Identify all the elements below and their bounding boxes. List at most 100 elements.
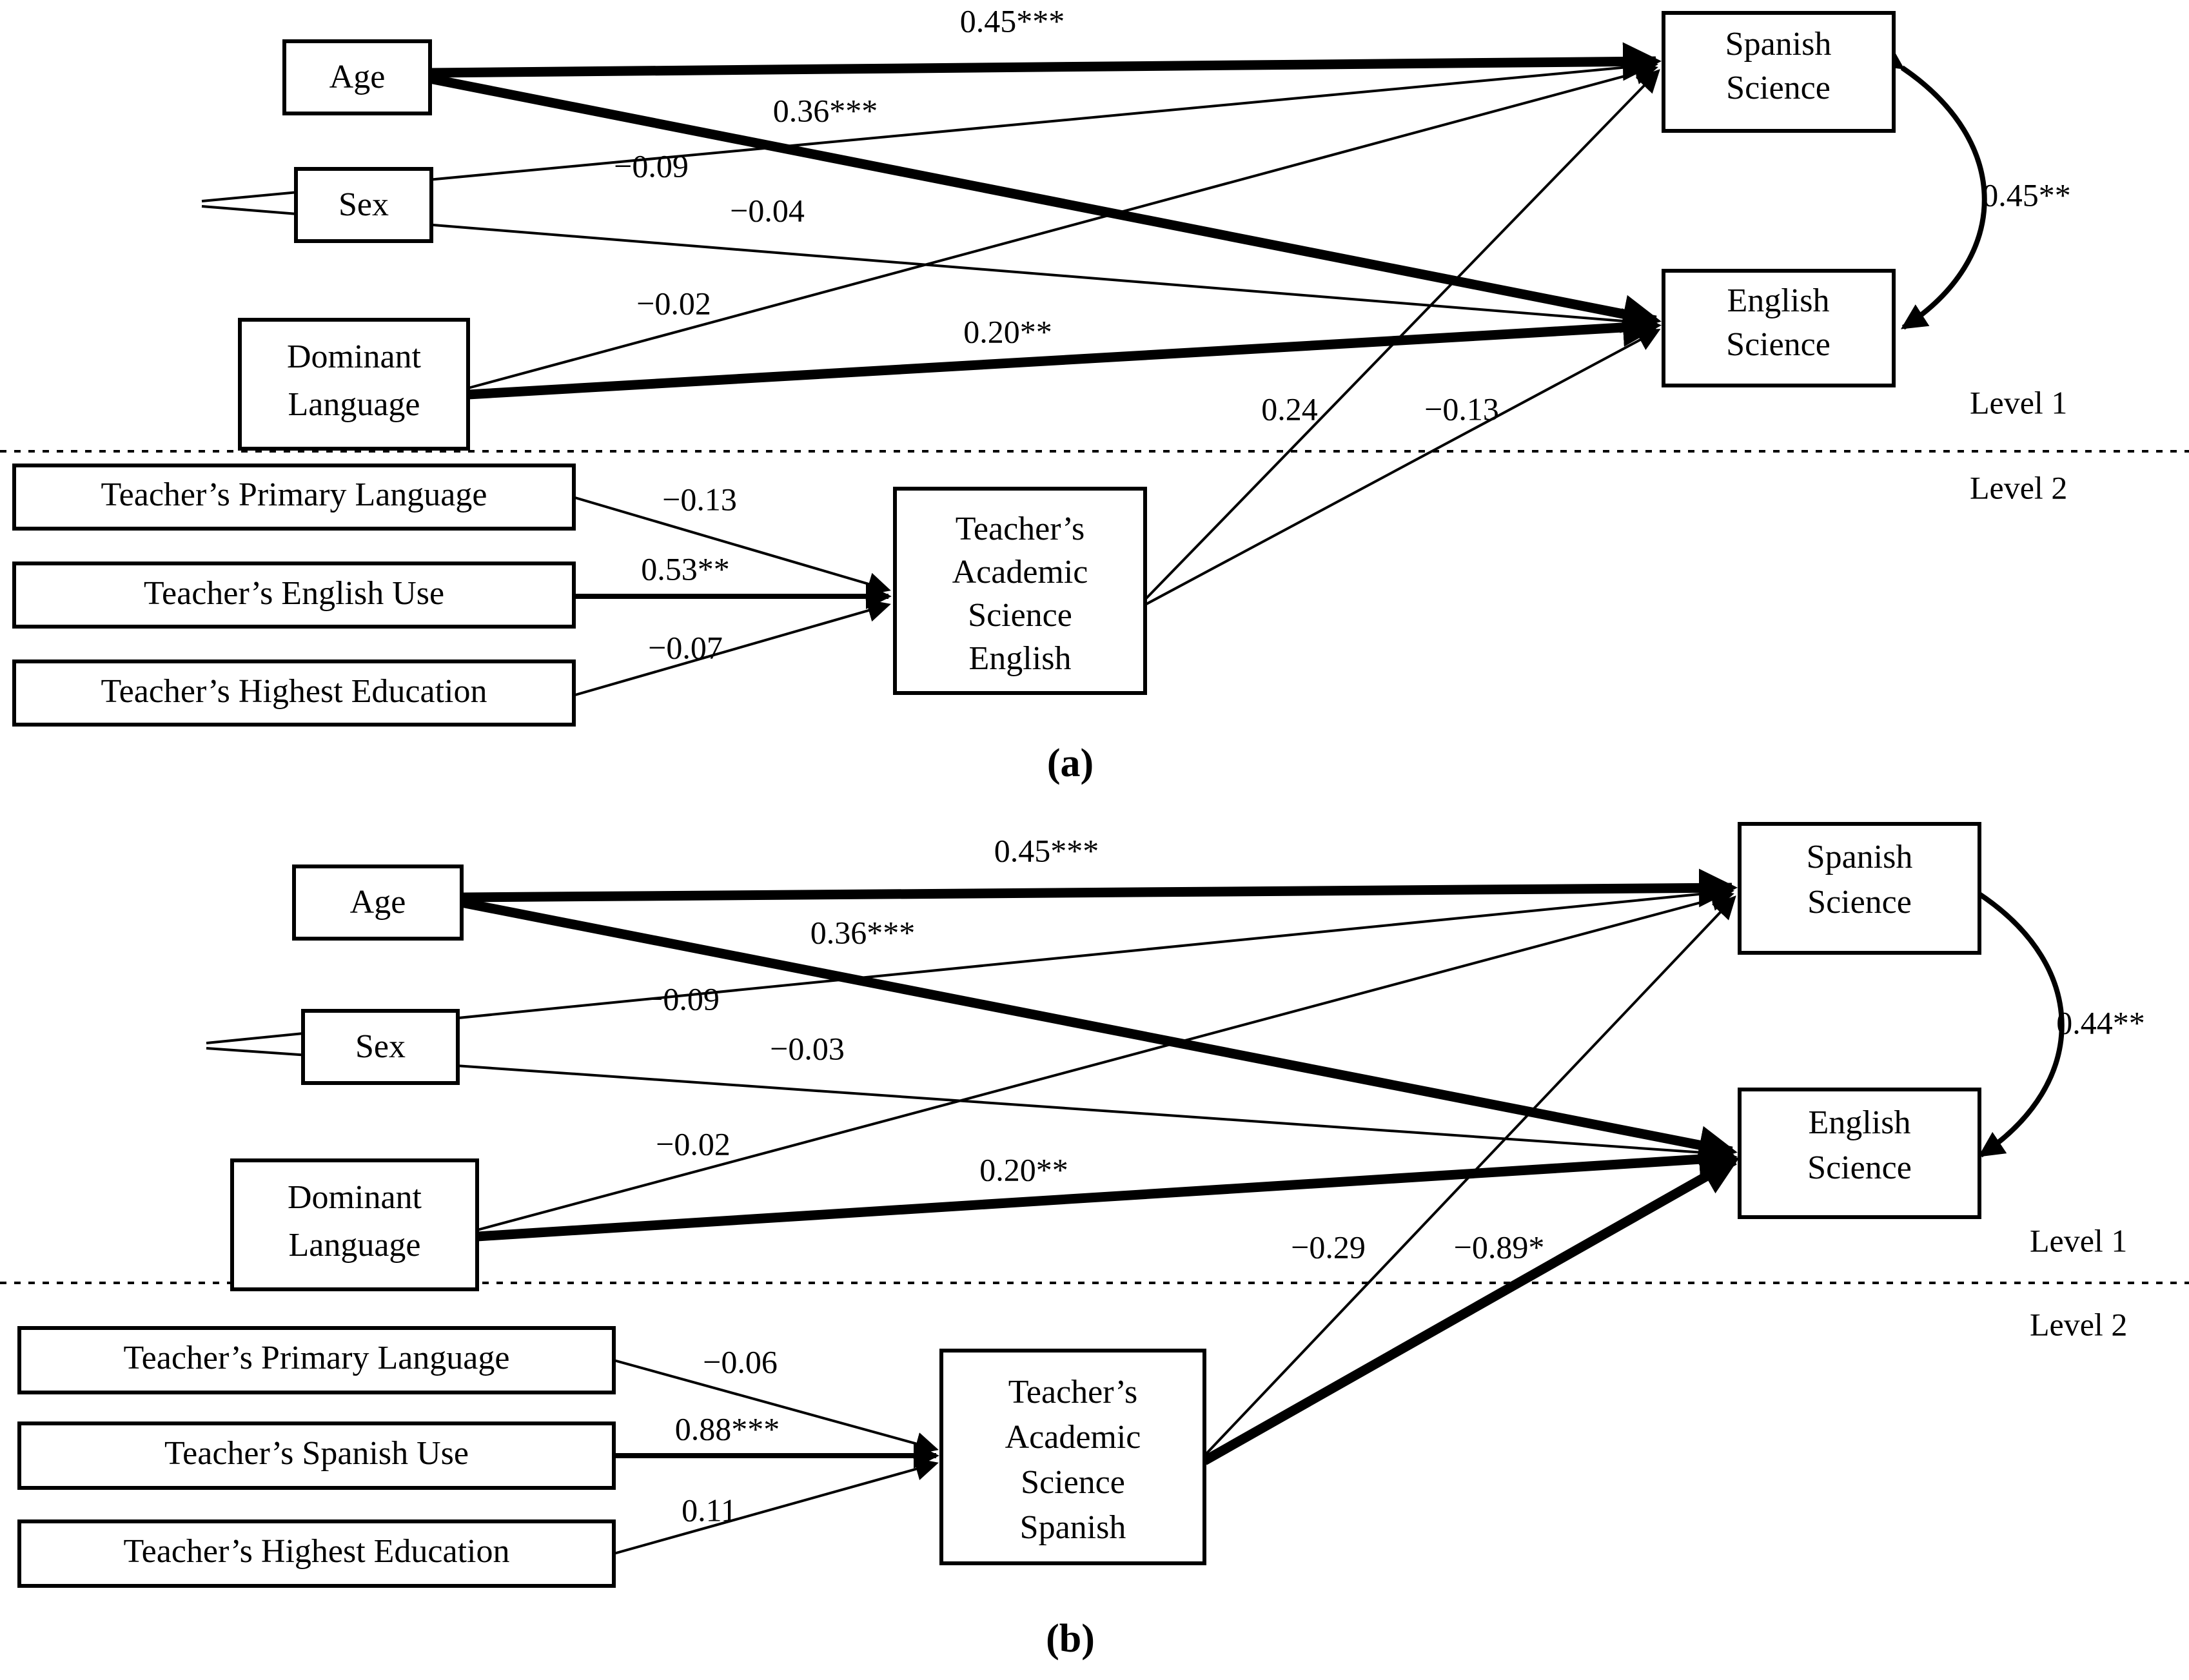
svg-text:Science: Science — [1726, 70, 1831, 106]
coef-mediator-to-spanish-b: −0.29 — [1291, 1229, 1366, 1265]
path-highest-education-to-mediator-b — [613, 1458, 939, 1555]
svg-text:English: English — [1809, 1104, 1911, 1141]
path-highest-education-to-mediator-a — [574, 599, 891, 696]
node-spanish-science-a[interactable]: Spanish Science — [1662, 11, 1896, 133]
svg-text:English: English — [1727, 282, 1830, 319]
node-dominant-language-b[interactable]: Dominant Language — [230, 1158, 479, 1291]
svg-text:Science: Science — [1807, 1149, 1912, 1186]
covariance-spanish-english-a — [1876, 44, 1987, 330]
path-sex-to-spanish-science — [201, 55, 1658, 202]
coef-covariance-a: 0.45** — [1982, 177, 2071, 213]
coef-highest-education-a: −0.07 — [648, 629, 723, 665]
path-dominant-language-to-english-science-b — [476, 1140, 1738, 1242]
node-dominant-language-a[interactable]: Dominant Language — [238, 318, 470, 451]
node-teacher-primary-language-a[interactable]: Teacher’s Primary Language — [12, 464, 576, 531]
coef-age-to-english-a: 0.36*** — [773, 92, 878, 128]
path-dominant-language-to-english-science — [467, 308, 1662, 400]
svg-text:Age: Age — [329, 59, 386, 95]
svg-text:Language: Language — [288, 386, 420, 423]
coef-domlang-to-english-a: 0.20** — [963, 313, 1052, 349]
coef-sex-to-spanish-a: −0.09 — [614, 148, 689, 184]
coef-primary-language-b: −0.06 — [703, 1343, 778, 1380]
path-age-to-spanish-science — [429, 42, 1662, 81]
coef-mediator-to-english-a: −0.13 — [1424, 391, 1499, 427]
node-sex-a[interactable]: Sex — [294, 167, 433, 243]
coef-age-to-english-b: 0.36*** — [810, 914, 916, 950]
node-age-a[interactable]: Age — [282, 39, 432, 115]
level-1-label-b: Level 1 — [2030, 1222, 2127, 1258]
path-dominant-language-to-spanish-science — [467, 61, 1658, 389]
svg-text:Spanish: Spanish — [1020, 1509, 1126, 1546]
svg-text:Teacher’s Primary Language: Teacher’s Primary Language — [124, 1340, 510, 1376]
covariance-spanish-english-b — [1953, 870, 2065, 1158]
svg-text:Age: Age — [350, 884, 406, 921]
node-teacher-highest-education-a[interactable]: Teacher’s Highest Education — [12, 659, 576, 727]
coef-domlang-to-spanish-a: −0.02 — [636, 285, 711, 321]
level-1-label-a: Level 1 — [1970, 384, 2067, 420]
svg-text:Spanish: Spanish — [1725, 26, 1832, 63]
svg-text:Dominant: Dominant — [287, 338, 422, 375]
svg-text:Science: Science — [1726, 326, 1831, 363]
node-mediator-b[interactable]: Teacher’s Academic Science Spanish — [939, 1349, 1206, 1565]
node-spanish-science-b[interactable]: Spanish Science — [1738, 822, 1981, 955]
svg-text:Science: Science — [968, 597, 1072, 634]
panel-a-paths — [0, 42, 2189, 696]
coef-age-to-spanish-a: 0.45*** — [960, 3, 1065, 39]
node-english-science-a[interactable]: English Science — [1662, 269, 1896, 387]
svg-text:Teacher’s Highest Education: Teacher’s Highest Education — [124, 1533, 510, 1570]
coef-sex-to-english-b: −0.03 — [770, 1030, 845, 1066]
panel-b-nodes: Age Sex Dominant Language Spanish Scienc… — [17, 822, 1981, 1588]
svg-text:Sex: Sex — [355, 1028, 406, 1065]
level-2-label-b: Level 2 — [2030, 1306, 2127, 1342]
path-mediator-to-spanish-science-a — [1144, 69, 1660, 601]
path-mediator-to-spanish-science-b — [1203, 895, 1736, 1457]
svg-text:Science: Science — [1021, 1464, 1125, 1501]
svg-text:Teacher’s: Teacher’s — [1008, 1374, 1137, 1411]
svg-text:Spanish: Spanish — [1807, 839, 1913, 875]
svg-text:Teacher’s Spanish Use: Teacher’s Spanish Use — [164, 1435, 469, 1472]
coef-language-use-a: 0.53** — [641, 551, 730, 587]
node-sex-b[interactable]: Sex — [301, 1009, 460, 1085]
node-english-science-b[interactable]: English Science — [1738, 1088, 1981, 1219]
svg-text:Academic: Academic — [1005, 1419, 1141, 1456]
svg-text:Teacher’s: Teacher’s — [956, 511, 1085, 547]
panel-b-paths — [0, 868, 2189, 1555]
coef-domlang-to-english-b: 0.20** — [979, 1151, 1068, 1187]
coef-age-to-spanish-b: 0.45*** — [994, 832, 1099, 868]
coef-covariance-b: 0.44** — [2056, 1004, 2145, 1040]
path-age-to-english-science — [429, 73, 1662, 333]
path-mediator-to-english-science-a — [1144, 329, 1661, 606]
svg-text:Teacher’s Highest Education: Teacher’s Highest Education — [101, 673, 487, 710]
path-primary-language-to-mediator-a — [574, 496, 891, 596]
coef-language-use-b: 0.88*** — [675, 1411, 780, 1447]
svg-text:Dominant: Dominant — [288, 1179, 422, 1216]
path-age-to-spanish-science-b — [461, 868, 1738, 908]
coef-primary-language-a: −0.13 — [662, 481, 737, 517]
panel-b-coefficients: 0.45*** 0.36*** −0.09 −0.03 −0.02 0.20**… — [645, 832, 2145, 1661]
coef-sex-to-english-a: −0.04 — [730, 192, 805, 228]
node-teacher-highest-education-b[interactable]: Teacher’s Highest Education — [17, 1519, 616, 1588]
svg-text:Teacher’s English Use: Teacher’s English Use — [144, 575, 444, 612]
node-teacher-language-use-b[interactable]: Teacher’s Spanish Use — [17, 1421, 616, 1490]
node-mediator-a[interactable]: Teacher’s Academic Science English — [893, 487, 1147, 695]
node-teacher-primary-language-b[interactable]: Teacher’s Primary Language — [17, 1326, 616, 1394]
level-2-label-a: Level 2 — [1970, 469, 2067, 505]
coef-highest-education-b: 0.11 — [682, 1492, 737, 1528]
path-sex-to-spanish-science-b — [206, 881, 1734, 1044]
path-mediator-to-english-science-b — [1202, 1156, 1740, 1465]
path-primary-language-to-mediator-b — [613, 1359, 939, 1455]
path-age-to-english-science-b — [460, 897, 1738, 1164]
path-sex-to-english-science-b — [206, 1047, 1734, 1165]
coef-mediator-to-english-b: −0.89* — [1454, 1229, 1545, 1265]
svg-text:Teacher’s Primary Language: Teacher’s Primary Language — [101, 476, 487, 513]
coef-domlang-to-spanish-b: −0.02 — [656, 1126, 731, 1162]
node-teacher-language-use-a[interactable]: Teacher’s English Use — [12, 562, 576, 629]
panel-a-nodes: Age Sex Dominant Language Spanish Scienc… — [12, 11, 1896, 727]
panel-caption-a: (a) — [1047, 741, 1094, 785]
panel-a-coefficients: 0.45*** 0.36*** −0.09 −0.04 −0.02 0.20**… — [614, 3, 2071, 785]
svg-text:Science: Science — [1807, 884, 1912, 921]
node-age-b[interactable]: Age — [292, 864, 464, 941]
svg-text:Academic: Academic — [952, 554, 1088, 591]
